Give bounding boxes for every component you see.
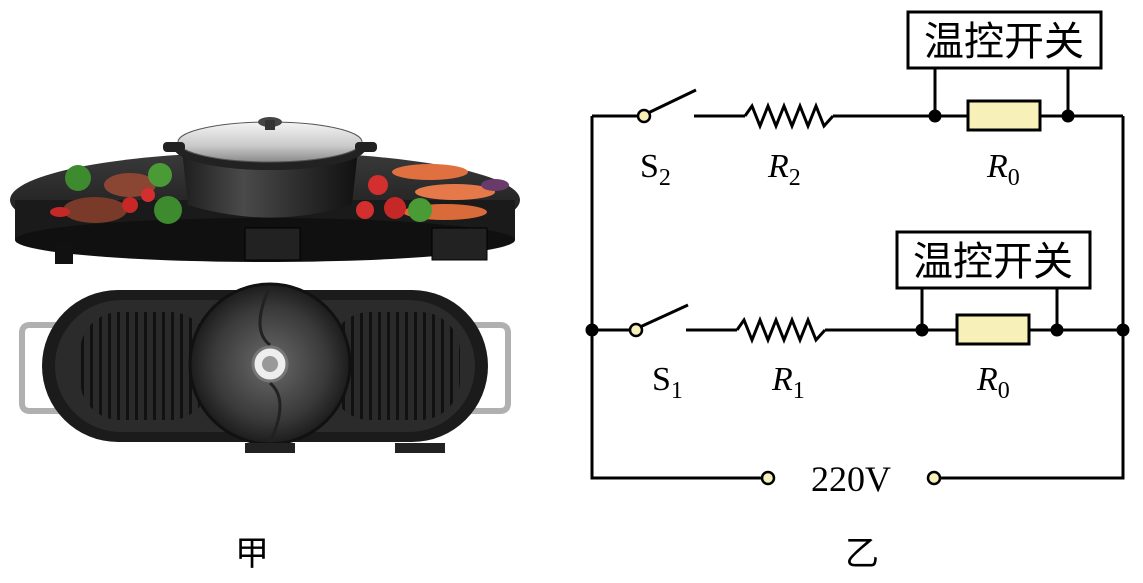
thermostat-box-bottom [895, 230, 1092, 290]
wire-left-rail [590, 116, 762, 480]
circuit-diagram [585, 10, 1130, 486]
resistor-r2 [743, 101, 835, 131]
node-bottom-right [1050, 323, 1064, 337]
switch-s1-blade [639, 303, 689, 329]
terminal-left [760, 470, 776, 486]
switch-s2-pivot [636, 108, 652, 124]
thermostat-box-top [906, 10, 1103, 70]
terminal-right [926, 470, 942, 486]
node-left-rail [585, 323, 599, 337]
wire-right-rail [940, 116, 1125, 480]
node-top-right [1061, 109, 1075, 123]
resistor-r2-sub: 2 [789, 165, 801, 191]
heater-r0-top-sub: 0 [1008, 165, 1020, 191]
food-right-icon [356, 164, 509, 222]
switch-s2-blade [647, 88, 697, 115]
switch-s1-sub: 1 [671, 378, 683, 404]
hotpot-grill-photo [10, 117, 520, 453]
heater-r0-top-label: R0 [986, 148, 1020, 191]
thermostat-wire-top [933, 68, 1070, 116]
resistor-r2-label: R2 [767, 148, 801, 191]
heater-r0-bottom-label: R0 [976, 361, 1010, 404]
node-bottom-left [915, 323, 929, 337]
thermostat-label-top: 温控开关 [924, 19, 1084, 65]
heater-r0-bottom [955, 313, 1031, 346]
supply-voltage-label: 220V [811, 459, 891, 499]
figure-label-right: 乙 [845, 534, 879, 574]
pot-icon [163, 117, 377, 218]
resistor-r1 [735, 315, 827, 345]
node-right-rail [1116, 323, 1130, 337]
thermostat-label-bottom: 温控开关 [913, 239, 1073, 285]
switch-s1-label: S1 [652, 361, 683, 404]
resistor-r1-sub: 1 [793, 378, 805, 404]
grill-top-view [19, 282, 511, 453]
switch-s1-pivot [628, 322, 644, 338]
food-left-icon [50, 163, 182, 224]
switch-s2-label: S2 [640, 148, 671, 191]
node-top-left [928, 109, 942, 123]
resistor-r1-label: R1 [771, 361, 805, 404]
heater-r0-bottom-sub: 0 [998, 378, 1010, 404]
thermostat-wire-bottom [920, 288, 1059, 330]
heater-r0-top [966, 99, 1042, 132]
grill-side-view [10, 117, 520, 264]
figure-label-left: 甲 [235, 534, 269, 574]
switch-s2-sub: 2 [659, 165, 671, 191]
